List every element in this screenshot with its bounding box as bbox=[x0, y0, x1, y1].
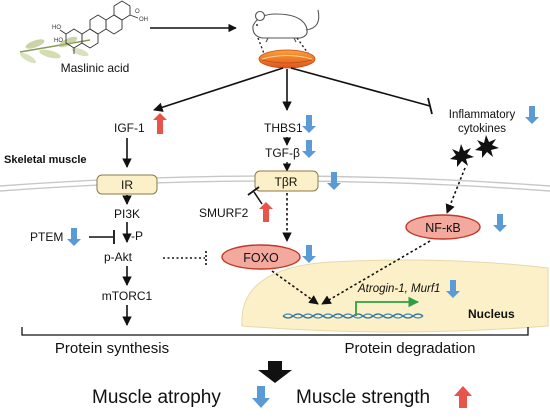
tbr-down-arrow-icon bbox=[327, 172, 341, 190]
ptem-label: PTEM bbox=[30, 230, 63, 244]
dna-icon bbox=[282, 313, 424, 319]
muscle-strength-label: Muscle strength bbox=[296, 387, 430, 408]
cytokine-to-nfkb-arrow bbox=[445, 167, 466, 214]
ir-receptor bbox=[96, 174, 158, 195]
nfkb-node bbox=[405, 214, 481, 240]
ir-label: IR bbox=[121, 178, 133, 192]
olive-branch-icon bbox=[19, 36, 91, 64]
svg-text:HO: HO bbox=[52, 25, 61, 31]
inflammatory-label-line1: Inflammatory bbox=[449, 109, 516, 121]
nucleus-label: Nucleus bbox=[468, 307, 515, 321]
outcome-bracket bbox=[21, 327, 529, 336]
pakt-label: p-Akt bbox=[104, 250, 133, 264]
foxo-node bbox=[221, 244, 301, 270]
structure-icon: HO HO OH O bbox=[52, 0, 148, 54]
tbr-receptor bbox=[254, 170, 319, 192]
tbr-label: TβR bbox=[275, 175, 298, 189]
compound-name: Maslinic acid bbox=[61, 61, 130, 75]
mouse-icon bbox=[252, 9, 320, 43]
tgfb-label: TGF-β bbox=[265, 146, 300, 160]
thbs1-label: THBS1 bbox=[264, 121, 303, 135]
nfkb-to-dna-arrow bbox=[321, 240, 431, 305]
svg-text:OH: OH bbox=[139, 17, 148, 23]
transcription-arrow bbox=[355, 296, 420, 316]
nfkb-down-arrow-icon bbox=[493, 214, 507, 232]
smurf2-up-arrow-icon bbox=[259, 202, 273, 222]
strength-up-arrow-icon bbox=[454, 386, 472, 408]
foxo-down-arrow-icon bbox=[302, 245, 316, 263]
genes-down-arrow-icon bbox=[446, 280, 460, 298]
muscle-atrophy-label: Muscle atrophy bbox=[92, 387, 221, 408]
mtorc1-label: mTORC1 bbox=[102, 289, 153, 303]
igf1-up-arrow-icon bbox=[153, 113, 167, 134]
nucleus bbox=[241, 259, 549, 333]
inhibit-inflammatory bbox=[290, 67, 431, 107]
arrow-to-igf1 bbox=[153, 67, 284, 112]
cytokine-icon bbox=[450, 144, 474, 167]
thbs1-down-arrow-icon bbox=[302, 115, 316, 133]
igf1-label: IGF-1 bbox=[114, 121, 145, 135]
svg-text:HO: HO bbox=[54, 38, 63, 44]
phosphate-label: -P bbox=[131, 229, 143, 243]
protein-synthesis-label: Protein synthesis bbox=[55, 340, 169, 357]
pi3k-label: PI3K bbox=[114, 207, 140, 221]
foxo-label: FOXO bbox=[243, 251, 279, 265]
inflammatory-label-line2: cytokines bbox=[458, 123, 506, 135]
nfkb-label: NF-κB bbox=[425, 221, 460, 235]
atrophy-down-arrow-icon bbox=[252, 386, 270, 408]
tgfb-down-arrow-icon bbox=[302, 140, 316, 158]
ptem-down-arrow-icon bbox=[67, 228, 81, 246]
muscle-icon bbox=[258, 49, 316, 69]
cytokine-icon bbox=[475, 135, 499, 158]
result-arrow-icon bbox=[258, 361, 292, 383]
svg-text:O: O bbox=[135, 9, 140, 15]
protein-degradation-label: Protein degradation bbox=[345, 340, 476, 357]
inflammatory-down-arrow-icon bbox=[525, 106, 539, 124]
tissue-label: Skeletal muscle bbox=[4, 154, 87, 166]
foxo-to-dna-arrow bbox=[271, 270, 319, 305]
smurf2-label: SMURF2 bbox=[199, 206, 249, 220]
gene-label: Atrogin-1, Murf1 bbox=[357, 283, 440, 295]
